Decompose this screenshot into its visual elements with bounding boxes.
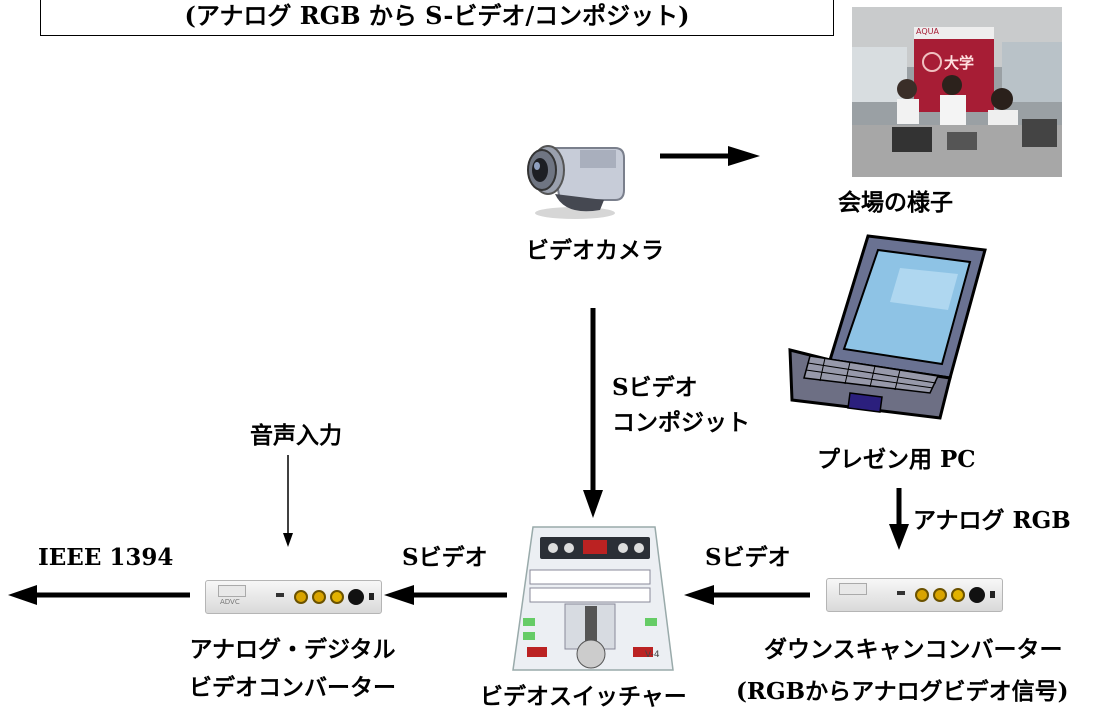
title-box: (アナログ RGB から S-ビデオ/コンポジット) — [40, 0, 834, 36]
video-camera-icon — [527, 145, 625, 219]
venue-photo-sign-brand: AQUA — [916, 27, 939, 36]
ieee1394-label: IEEE 1394 — [38, 544, 174, 571]
diagram-title: (アナログ RGB から S-ビデオ/コンポジット) — [184, 1, 690, 30]
svideo-right-label: Sビデオ — [705, 544, 791, 571]
video-camera-label: ビデオカメラ — [526, 237, 664, 264]
downscan-converter-label-line1: ダウンスキャンコンバーター — [764, 636, 1063, 663]
adc-label-line1: アナログ・デジタル — [189, 636, 396, 663]
laptop-icon — [788, 234, 987, 420]
venue-photo: AQUA 大学 — [852, 7, 1062, 177]
video-switcher-icon — [512, 526, 674, 671]
audio-input-label: 音声入力 — [250, 422, 342, 449]
adc-device-brand: ADVC — [220, 598, 240, 606]
venue-photo-sign-text: 大学 — [944, 54, 975, 72]
video-switcher-label: ビデオスイッチャー — [480, 683, 687, 710]
svideo-composite-label-line2: コンポジット — [612, 409, 750, 436]
svideo-composite-label-line1: Sビデオ — [612, 374, 698, 401]
adc-label-line2: ビデオコンバーター — [189, 674, 396, 701]
downscan-converter-device — [826, 578, 1003, 612]
presentation-pc-label: プレゼン用 PC — [817, 446, 976, 473]
switcher-model: V-4 — [645, 650, 660, 660]
venue-label: 会場の様子 — [838, 189, 953, 216]
analog-rgb-label: アナログ RGB — [913, 507, 1071, 534]
downscan-converter-label-line2: (RGBからアナログビデオ信号) — [736, 678, 1069, 705]
adc-device: ADVC — [205, 580, 382, 614]
svideo-left-label: Sビデオ — [402, 544, 488, 571]
